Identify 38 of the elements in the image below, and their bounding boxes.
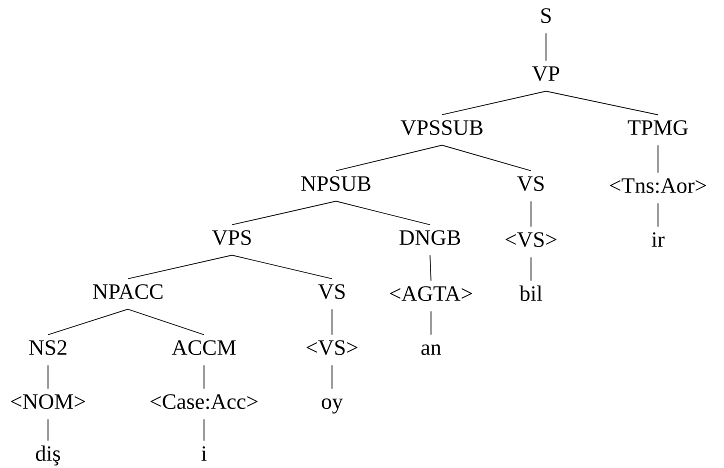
tree-branch (430, 310, 432, 336)
tree-branch (232, 254, 332, 280)
tree-branch (442, 90, 546, 116)
tree-node-label: NS2 (29, 340, 66, 355)
tree-node-label: <NOM> (11, 394, 86, 409)
tree-node-label: <Case:Acc> (150, 394, 258, 410)
tree-node-label: DNGB (399, 230, 460, 246)
tree-branch (530, 200, 532, 228)
tree-node-label: oy (322, 398, 343, 414)
tree-node-label: NPSUB (301, 176, 370, 192)
tree-node-label: S (541, 8, 551, 24)
tree-node-label: diş (36, 446, 60, 466)
tree-node-label: VS (318, 284, 345, 300)
tree-branch (336, 200, 430, 226)
tree-node-label: bil (519, 286, 542, 301)
tree-branch (336, 144, 442, 172)
tree-node-label: ACCM (172, 340, 236, 355)
tree-branch (430, 254, 432, 282)
tree-node-label: VPSSUB (400, 120, 482, 136)
tree-node-label: an (421, 344, 442, 355)
tree-branch (128, 308, 204, 336)
tree-branch (530, 256, 532, 282)
tree-branch (128, 254, 232, 280)
tree-node-label: TPMG (628, 120, 688, 136)
tree-node-label: i (201, 446, 207, 461)
tree-branch (546, 90, 658, 116)
tree-branch (48, 308, 128, 336)
tree-node-label: VPS (212, 230, 251, 246)
tree-node-label: VP (532, 66, 560, 82)
tree-branch (232, 200, 336, 226)
tree-node-label: <VS> (506, 232, 556, 248)
tree-node-label: <AGTA> (390, 286, 472, 301)
tree-node-label: NPACC (92, 284, 162, 299)
tree-node-label: <Tns:Aor> (610, 178, 706, 194)
tree-branch (442, 144, 532, 172)
tree-node-label: <VS> (306, 340, 358, 356)
tree-node-label: VS (517, 176, 544, 192)
tree-node-label: ir (652, 232, 665, 247)
